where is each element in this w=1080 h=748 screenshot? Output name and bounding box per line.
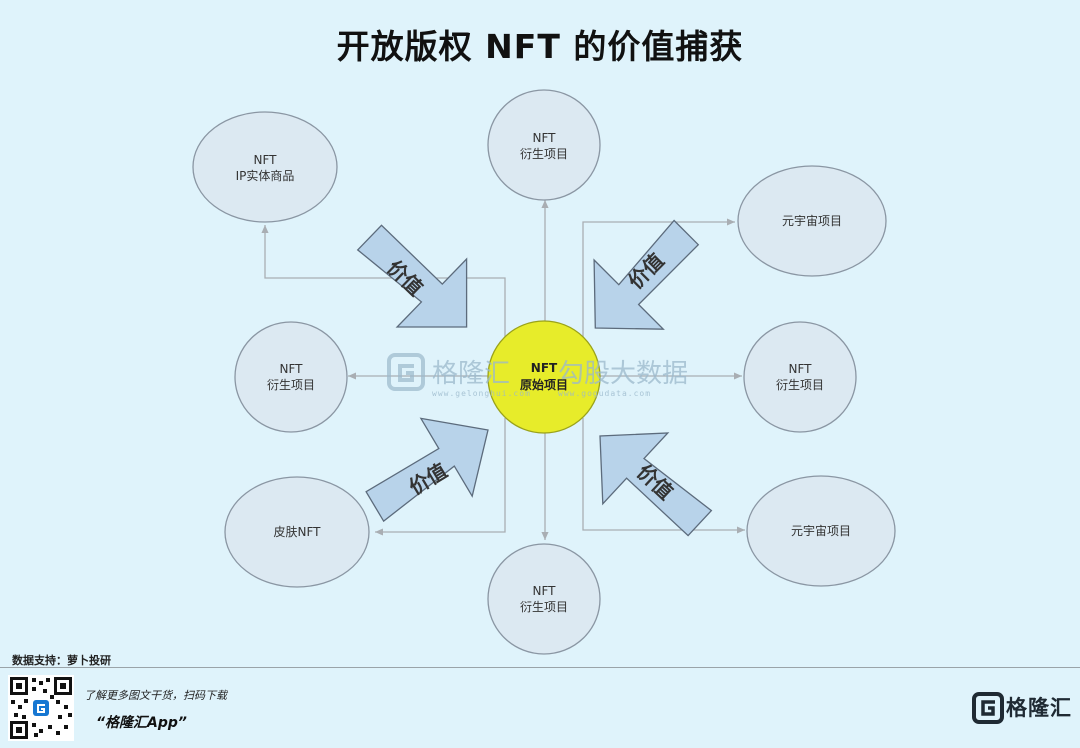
watermark-sub-url: www.gogudata.com	[558, 389, 651, 398]
svg-text:NFT: NFT	[280, 362, 304, 376]
line-to-top-right	[582, 218, 735, 338]
value-arrow-lower-right: 价值	[599, 432, 713, 537]
watermark-sub-brand: 勾股大数据	[558, 359, 688, 389]
svg-text:衍生项目: 衍生项目	[267, 378, 315, 392]
diagram-title: 开放版权 NFT 的价值捕获	[336, 27, 744, 66]
svg-text:皮肤NFT: 皮肤NFT	[274, 524, 322, 539]
value-arrow-upper-left: 价值	[356, 224, 468, 328]
watermark-brand: 格隆汇	[432, 359, 510, 389]
svg-text:原始项目: 原始项目	[520, 377, 568, 392]
svg-text:衍生项目: 衍生项目	[520, 600, 568, 614]
app-name: “格隆汇App”	[96, 715, 187, 731]
promo-text: 了解更多图文干货，扫码下载	[84, 689, 227, 702]
node-top-right: 元宇宙项目	[737, 165, 887, 277]
svg-text:NFT: NFT	[533, 131, 557, 145]
brand-logo-text: 格隆汇	[1006, 696, 1072, 720]
line-to-bottom-left	[375, 418, 506, 536]
svg-text:NFT: NFT	[789, 362, 813, 376]
svg-text:元宇宙项目: 元宇宙项目	[782, 213, 842, 228]
value-arrow-lower-left: 价值	[365, 417, 489, 523]
value-arrow-upper-right: 价值	[593, 219, 700, 330]
svg-text:NFT: NFT	[533, 584, 557, 598]
node-center: NFT 原始项目	[487, 320, 601, 434]
qr-code-icon[interactable]	[8, 675, 74, 741]
svg-text:元宇宙项目: 元宇宙项目	[791, 523, 851, 538]
watermark: 格隆汇 www.gelonghui.com 勾股大数据 www.gogudata…	[387, 353, 688, 398]
brand-logo-icon	[972, 692, 1004, 724]
diagram-canvas: 价值 价值 价值 价值 NFT 衍生项目 NFT IP实体商品 NFT 衍生项目…	[192, 89, 896, 655]
node-bottom: NFT 衍生项目	[487, 543, 601, 655]
line-to-top-left	[261, 225, 506, 338]
data-source: 数据支持：萝卜投研	[12, 654, 111, 667]
watermark-logo-icon	[387, 353, 425, 391]
watermark-brand-url: www.gelonghui.com	[432, 389, 531, 398]
node-right: NFT 衍生项目	[743, 321, 857, 433]
node-bottom-left: 皮肤NFT	[224, 476, 370, 588]
node-top-left: NFT IP实体商品	[192, 111, 338, 223]
svg-text:衍生项目: 衍生项目	[776, 378, 824, 392]
connector-lines	[261, 200, 745, 540]
node-top: NFT 衍生项目	[487, 89, 601, 201]
svg-text:衍生项目: 衍生项目	[520, 147, 568, 161]
svg-text:IP实体商品: IP实体商品	[236, 168, 295, 183]
footer-divider	[0, 667, 1080, 668]
node-bottom-right: 元宇宙项目	[746, 475, 896, 587]
svg-text:NFT: NFT	[254, 153, 278, 167]
node-left: NFT 衍生项目	[234, 321, 348, 433]
svg-text:NFT: NFT	[531, 361, 558, 375]
